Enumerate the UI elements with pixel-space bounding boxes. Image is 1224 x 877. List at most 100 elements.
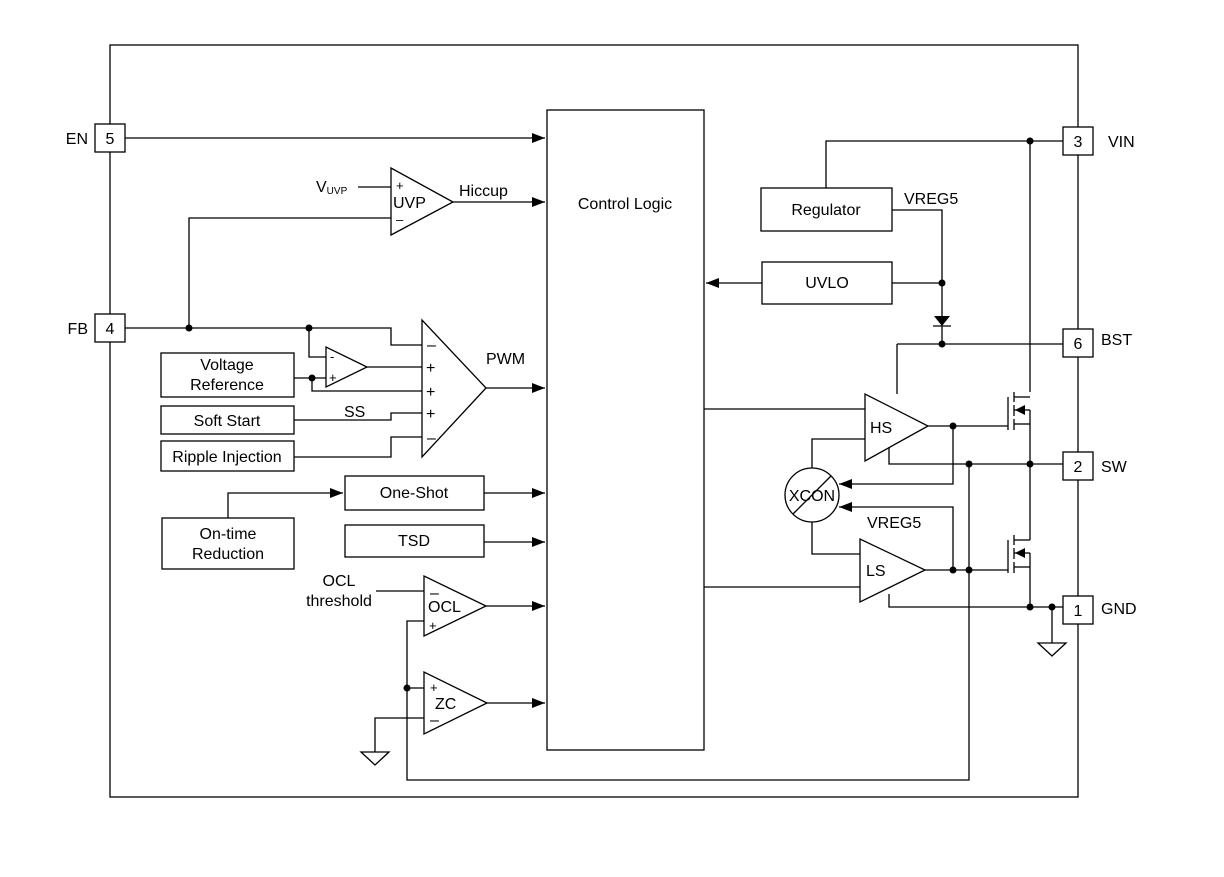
pwm-plus-sign-2: + <box>426 384 435 401</box>
ls-mosfet-icon <box>1007 464 1031 607</box>
en-arrow-icon <box>532 133 545 143</box>
error-amp-plus-sign: + <box>329 370 337 385</box>
fb-to-small-amp-wire <box>308 328 326 358</box>
ss-label: SS <box>344 404 365 421</box>
xcon-to-ls-wire <box>811 522 865 555</box>
ocl-arrow-icon <box>532 601 545 611</box>
vref-to-pwm-wire <box>311 378 422 392</box>
vreg5-top-label: VREG5 <box>904 191 958 208</box>
ls-gate-to-xcon-wire <box>839 506 954 570</box>
pin-gnd-number: 1 <box>1074 603 1083 620</box>
hs-label: HS <box>870 420 892 437</box>
pwm-plus-sign-3: + <box>426 406 435 423</box>
ss-wire <box>294 412 422 421</box>
ls-label: LS <box>866 563 886 580</box>
uvp-fb-wire <box>188 217 391 328</box>
on-time-reduction-label-2: Reduction <box>192 546 264 563</box>
ocl-minus-sign: – <box>430 585 439 602</box>
hs-xcon-arrow-icon <box>839 479 852 489</box>
tsd-arrow-icon <box>532 537 545 547</box>
pin-bst: 6 BST <box>1062 328 1132 358</box>
voltage-reference-label-2: Reference <box>190 377 264 394</box>
on-time-reduction-label-1: On-time <box>200 526 257 543</box>
one-shot-label: One-Shot <box>380 485 449 502</box>
sw-junction-dot <box>965 460 973 468</box>
pin-fb-name: FB <box>68 321 88 338</box>
ls-to-gnd-wire <box>888 594 1063 608</box>
uvp-amplifier <box>390 166 455 237</box>
uvp-minus-sign: – <box>396 212 404 227</box>
uvlo-arrow-icon <box>706 278 719 288</box>
xcon-to-hs-wire <box>811 438 865 474</box>
vreg5-bottom-label: VREG5 <box>867 515 921 532</box>
fb-junction-dot <box>185 324 193 332</box>
one-shot-block <box>344 475 485 511</box>
bst-diode-icon <box>934 316 950 326</box>
fb-wire <box>125 327 422 346</box>
error-amp-minus-sign: - <box>330 349 334 364</box>
pin-sw-name: SW <box>1101 459 1128 476</box>
ls-gate-junction-dot-2 <box>965 566 973 574</box>
hiccup-label: Hiccup <box>459 183 508 200</box>
uvlo-junction-dot <box>938 279 946 287</box>
voltage-reference-block <box>160 352 295 398</box>
one-shot-arrow-icon <box>532 488 545 498</box>
ocl-label: OCL <box>428 599 461 616</box>
pwm-plus-sign-1: + <box>426 360 435 377</box>
vin-wire <box>825 140 1063 188</box>
zc-ground-icon <box>359 751 391 766</box>
regulator-label: Regulator <box>791 202 861 219</box>
pwm-label: PWM <box>486 351 525 368</box>
pin-gnd-name: GND <box>1101 601 1137 618</box>
zc-minus-sign: – <box>430 712 439 729</box>
pwm-arrow-icon <box>532 383 545 393</box>
bst-junction-dot <box>938 340 946 348</box>
uvlo-block <box>761 261 893 305</box>
hs-driver <box>864 392 930 463</box>
pin-vin-number: 3 <box>1074 134 1083 151</box>
pin-bst-number: 6 <box>1074 336 1083 353</box>
gnd-ground-icon <box>1036 642 1068 657</box>
ripple-injection-block <box>160 440 295 472</box>
pin-vin-name: VIN <box>1108 134 1135 151</box>
pin-sw: 2 SW <box>1062 451 1128 481</box>
vreg5-wire <box>892 209 943 316</box>
pwm-minus-sign-1: – <box>427 337 436 354</box>
pin-fb-number: 4 <box>106 321 115 338</box>
hs-to-sw-wire <box>888 447 1063 465</box>
zc-junction-dot <box>403 684 411 692</box>
tsd-block <box>344 524 485 558</box>
pin-en: 5 EN <box>66 123 126 153</box>
on-time-arrow-icon <box>330 488 343 498</box>
vuvp-label: VUVP <box>316 179 348 197</box>
control-logic-label: Control Logic <box>578 196 672 213</box>
ls-driver <box>859 537 927 604</box>
ocl-comparator <box>423 574 488 638</box>
ic-boundary <box>109 44 1079 798</box>
pin-fb: 4 FB <box>68 313 126 343</box>
zc-arrow-icon <box>532 698 545 708</box>
zc-comparator <box>423 670 489 736</box>
ripple-injection-label: Ripple Injection <box>172 449 281 466</box>
regulator-block <box>760 187 893 232</box>
ocl-threshold-label-1: OCL <box>323 573 356 590</box>
pwm-comparator <box>421 318 487 459</box>
on-time-wire <box>227 492 343 518</box>
zc-plus-sign: + <box>430 680 438 695</box>
voltage-reference-label-1: Voltage <box>200 357 253 374</box>
soft-start-label: Soft Start <box>194 413 261 430</box>
hiccup-arrow-icon <box>532 197 545 207</box>
pin-sw-number: 2 <box>1074 459 1083 476</box>
ripple-wire <box>294 436 422 458</box>
xcon-label: XCON <box>789 488 835 505</box>
zc-label: ZC <box>435 696 456 713</box>
error-amplifier <box>325 345 369 389</box>
hs-gate-to-xcon-wire <box>839 426 954 485</box>
ls-xcon-arrow-icon <box>839 502 852 512</box>
uvlo-label: UVLO <box>805 275 849 292</box>
pin-en-name: EN <box>66 131 88 148</box>
pwm-minus-sign-2: – <box>427 430 436 447</box>
pin-bst-name: BST <box>1101 332 1132 349</box>
pin-vin: 3 VIN <box>1062 126 1135 156</box>
